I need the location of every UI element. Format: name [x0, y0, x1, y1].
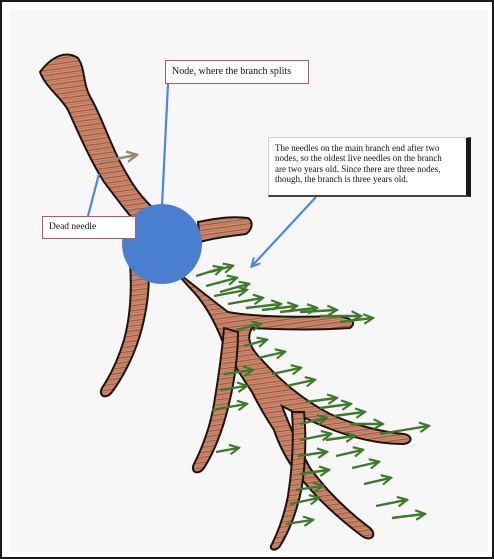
branch-limb-lower-left	[193, 328, 238, 472]
branch-stub-right	[198, 217, 252, 242]
live-needle-arrow	[228, 298, 262, 304]
node-label: Node, where the branch splits	[165, 60, 309, 84]
live-needle-arrow	[334, 412, 364, 416]
live-needle-arrow	[210, 266, 232, 272]
live-needle-arrow	[364, 478, 390, 484]
branch-limb-upper	[40, 54, 160, 232]
live-needle-arrow	[258, 352, 284, 358]
live-needle-arrow	[326, 436, 354, 440]
needles-age-label: The needles on the main branch end after…	[268, 137, 471, 197]
node-callout-line	[162, 84, 168, 206]
live-needle-arrow	[376, 500, 406, 506]
live-needle-arrow	[206, 278, 236, 286]
live-needle-arrow	[336, 450, 362, 456]
live-needle-arrow	[216, 448, 238, 452]
dead-needle-callout-line	[88, 174, 99, 216]
needles-callout-arrow	[252, 197, 316, 266]
dead-needle-label: Dead needle	[42, 216, 136, 239]
live-needle-arrow	[320, 404, 350, 408]
live-needle-arrow	[380, 426, 428, 434]
live-needle-arrow	[352, 462, 378, 468]
live-needle-arrow	[392, 514, 424, 518]
live-needle-arrow	[286, 380, 314, 386]
live-needle-arrow	[214, 290, 246, 296]
live-needle-arrow	[306, 398, 336, 402]
branch-limb-left	[101, 262, 149, 396]
live-needle-arrow	[272, 368, 300, 374]
